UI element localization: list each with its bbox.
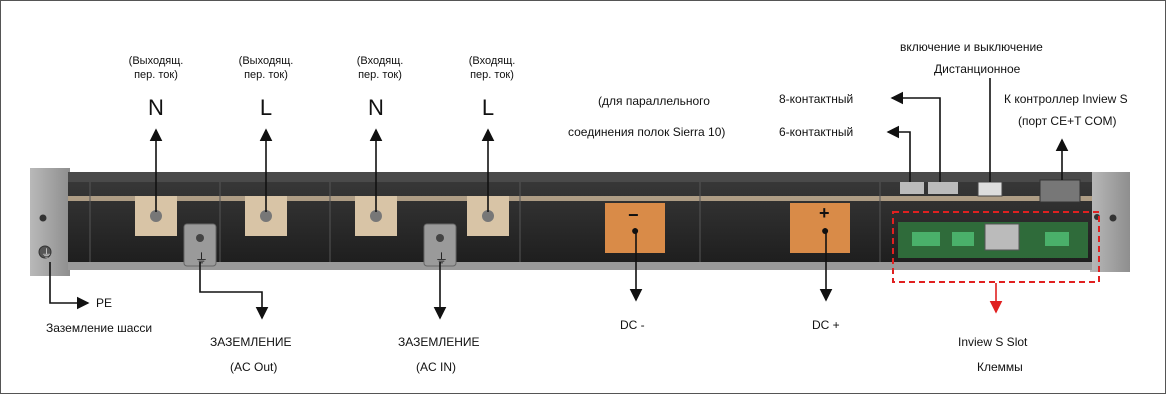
ac-out-l-caption: (Выходящ. пер. ток): [239, 54, 294, 82]
ground-ac-out-line2: (AC Out): [230, 360, 277, 374]
arrow-ground-ac-out: [200, 262, 262, 318]
inview-slot-line2: Клеммы: [977, 360, 1023, 374]
ground-ac-in-icon: ⏚: [435, 248, 448, 267]
pe-label: PE: [96, 296, 112, 310]
dc-plus-screw-icon: ●: [821, 222, 829, 238]
inview-controller-line2: (порт CE+T COM): [1018, 114, 1117, 128]
ac-in-l-caption: (Входящ. пер. ток): [469, 54, 516, 82]
remote-line2: Дистанционное: [934, 62, 1020, 76]
ac-in-n-letter: N: [368, 95, 384, 121]
dc-plus-label: DC +: [812, 318, 840, 332]
chassis-ground-label: Заземление шасси: [46, 321, 152, 335]
ac-out-l-letter: L: [260, 95, 272, 121]
arrow-8pin: [892, 98, 940, 182]
ac-out-n-caption: (Выходящ. пер. ток): [129, 54, 184, 82]
arrow-6pin: [888, 132, 910, 182]
inview-slot-line1: Inview S Slot: [958, 335, 1027, 349]
pin6-label: 6-контактный: [779, 125, 853, 139]
parallel-note-line1: (для параллельного: [598, 94, 710, 108]
ac-in-n-caption: (Входящ. пер. ток): [357, 54, 404, 82]
chassis-ground-icon: ⏚: [41, 245, 52, 261]
ground-ac-out-icon: ⏚: [195, 248, 208, 267]
dc-minus-screw-icon: ●: [631, 222, 639, 238]
ground-ac-in-line2: (AC IN): [416, 360, 456, 374]
dc-plus-symbol: +: [819, 203, 830, 224]
ground-ac-in-line1: ЗАЗЕМЛЕНИЕ: [398, 335, 480, 349]
inview-controller-line1: К контроллер Inview S: [1004, 92, 1128, 106]
parallel-note-line2: соединения полок Sierra 10): [568, 125, 725, 139]
remote-line1: включение и выключение: [900, 40, 1043, 54]
arrow-pe: [50, 262, 88, 303]
dc-minus-label: DC -: [620, 318, 645, 332]
ac-in-l-letter: L: [482, 95, 494, 121]
ground-ac-out-line1: ЗАЗЕМЛЕНИЕ: [210, 335, 292, 349]
pin8-label: 8-контактный: [779, 92, 853, 106]
ac-out-n-letter: N: [148, 95, 164, 121]
